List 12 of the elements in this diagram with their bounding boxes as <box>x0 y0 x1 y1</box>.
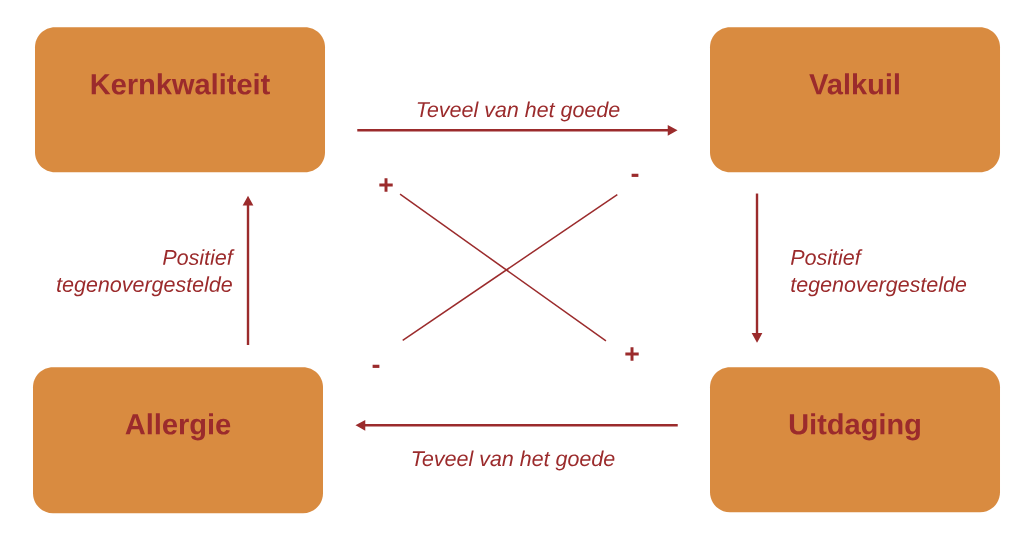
rounded-box: Valkuil <box>710 27 1000 173</box>
edge-label: Teveel van het goede <box>417 101 620 122</box>
sign-label: - <box>631 173 639 177</box>
edge-label: Positief tegenovergestelde <box>790 249 967 297</box>
rounded-box: Uitdaging <box>710 367 1000 513</box>
rounded-box: Allergie <box>33 367 323 514</box>
rounded-box: Kernkwaliteit <box>35 27 325 173</box>
sign-label: + <box>379 178 393 192</box>
sign-label: - <box>372 364 380 368</box>
sign-label: + <box>625 347 639 361</box>
edge-label: Positief tegenovergestelde <box>57 249 235 297</box>
edge-label: Teveel van het goede <box>412 450 615 471</box>
